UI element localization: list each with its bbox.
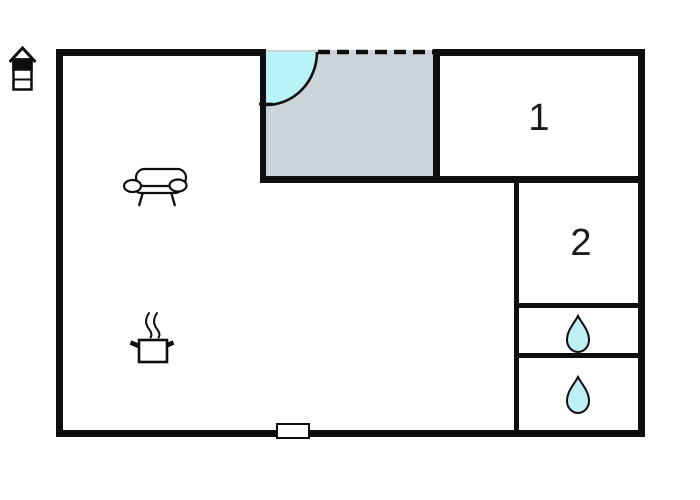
exterior-wall-left (56, 49, 63, 437)
interior-wall-horizontal (260, 176, 645, 183)
exterior-wall-top-right (433, 49, 645, 56)
room-1-label: 1 (528, 97, 550, 139)
terrace-room (266, 50, 433, 176)
terrace-wall-right (433, 49, 440, 182)
exterior-wall-top-left (56, 49, 266, 56)
house-level-icon (9, 46, 37, 91)
water-drop-icon (565, 314, 591, 353)
exterior-wall-right (638, 49, 645, 437)
exterior-wall-bottom (56, 430, 645, 437)
cooking-pot-icon (129, 312, 175, 364)
water-drop-icon (565, 375, 591, 414)
room2-bathroom-divider-wall (514, 303, 638, 308)
steam-line (153, 312, 161, 339)
steam-line (145, 312, 153, 339)
window-icon (276, 423, 310, 439)
room-2-label: 2 (570, 222, 592, 264)
pot-body (137, 338, 169, 364)
terrace-wall-left (260, 49, 266, 182)
sofa-icon (122, 167, 188, 207)
bathroom-divider-wall (514, 353, 638, 358)
